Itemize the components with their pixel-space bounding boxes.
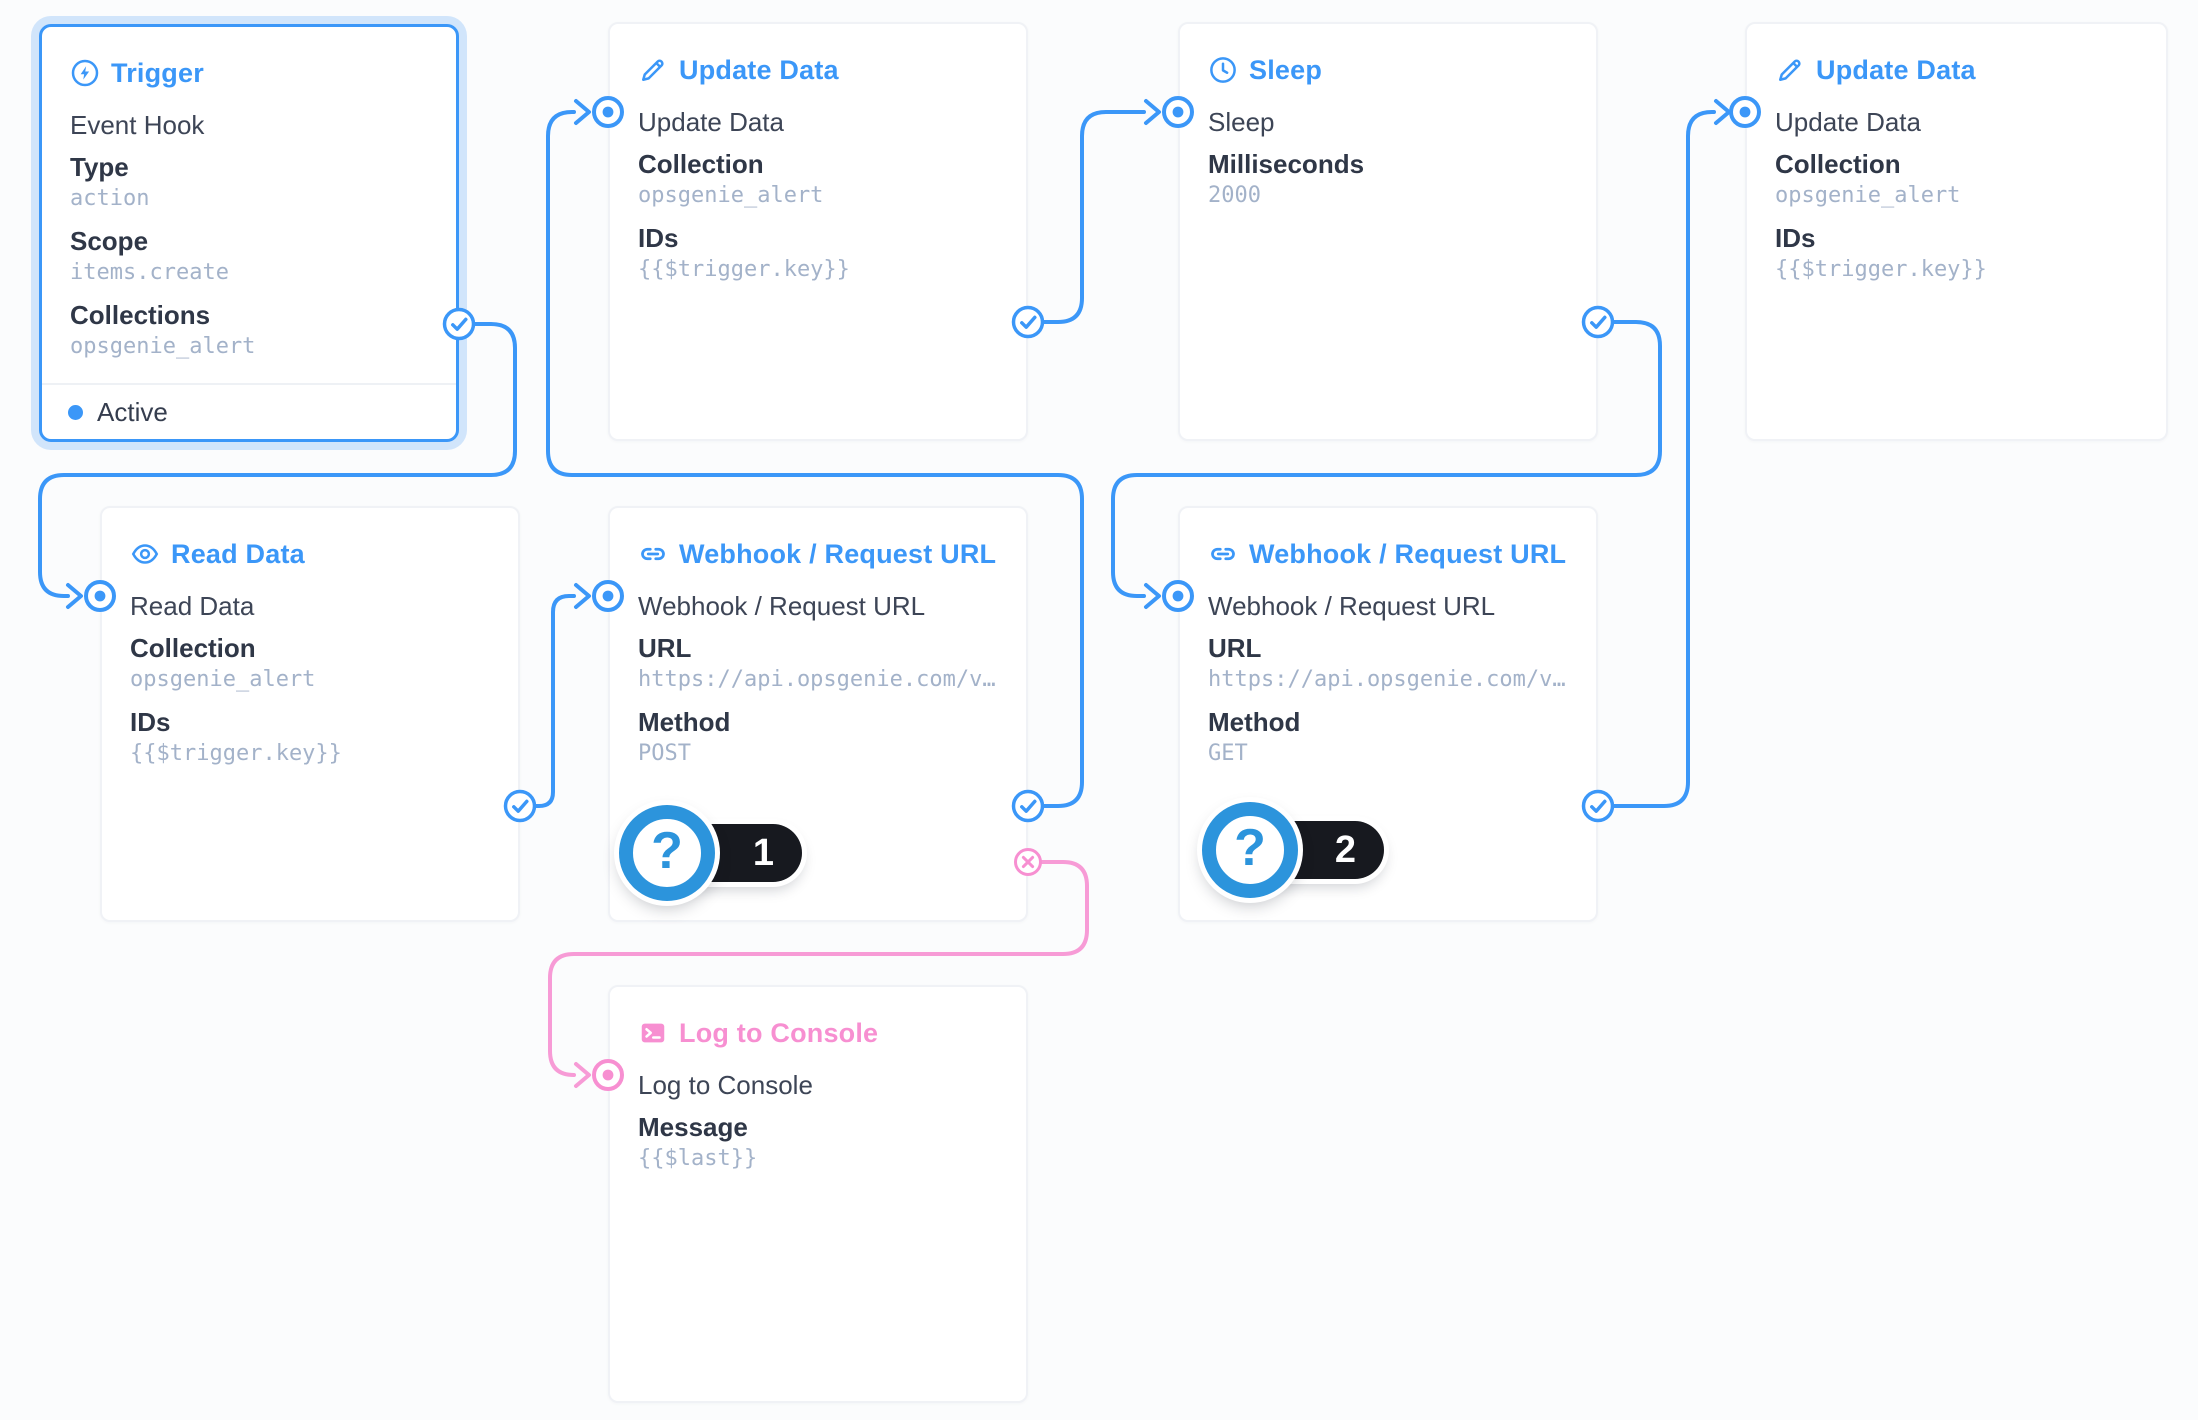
node-log-to-console[interactable]: Log to Console Log to Console Message {{… <box>608 985 1028 1403</box>
field-label: Collections <box>70 300 211 330</box>
field-label: IDs <box>638 223 679 253</box>
operation-name: Log to Console <box>638 1070 813 1100</box>
node-title: Read Data <box>171 538 305 569</box>
active-status-dot <box>68 404 83 420</box>
field-label: Milliseconds <box>1208 149 1365 179</box>
field-value: {{$last}} <box>638 1146 758 1171</box>
field-value: opsgenie_alert <box>638 183 824 208</box>
field-value: {{$trigger.key}} <box>130 741 342 766</box>
field-label: URL <box>1208 633 1262 663</box>
field-value: opsgenie_alert <box>70 334 256 359</box>
operation-name: Read Data <box>130 591 255 621</box>
wire-update1-to-sleep <box>1041 110 1146 324</box>
field-value: GET <box>1208 741 1248 766</box>
field-label: Method <box>638 707 731 737</box>
node-title: Update Data <box>1816 54 1976 85</box>
trigger-card-header: Trigger <box>70 53 428 93</box>
field-value: https://api.opsgenie.com/v… <box>1208 667 1566 692</box>
link-icon <box>1211 547 1235 561</box>
field-label: URL <box>638 633 692 663</box>
operation-name: Webhook / Request URL <box>1208 591 1496 621</box>
arrowhead <box>1144 583 1161 609</box>
node-update-data-2[interactable]: Update Data Update Data Collection opsge… <box>1745 22 2168 441</box>
field-label: IDs <box>130 707 171 737</box>
trigger-status-footer: Active <box>42 383 456 439</box>
node-sleep[interactable]: Sleep Sleep Milliseconds 2000 <box>1178 22 1598 441</box>
arrowhead <box>1714 99 1731 125</box>
field-label: Collection <box>638 149 764 179</box>
field-value: opsgenie_alert <box>130 667 316 692</box>
field-label: Type <box>70 152 129 182</box>
card-header: Log to Console <box>638 1013 998 1053</box>
field-label: Method <box>1208 707 1301 737</box>
operation-name: Update Data <box>638 107 784 137</box>
card-header: Webhook / Request URL <box>1208 534 1568 574</box>
status-badge: Active <box>97 396 168 427</box>
node-read-data[interactable]: Read Data Read Data Collection opsgenie_… <box>100 506 520 922</box>
operation-name: Update Data <box>1775 107 1921 137</box>
bolt-circle-icon <box>71 59 99 87</box>
operation-name: Webhook / Request URL <box>638 591 926 621</box>
terminal-icon <box>641 1023 665 1043</box>
wire-read-to-webhook1 <box>533 594 576 808</box>
card-header: Update Data <box>638 50 998 90</box>
field-value: opsgenie_alert <box>1775 183 1961 208</box>
arrowhead <box>574 99 591 125</box>
arrowhead <box>66 583 83 609</box>
node-trigger[interactable]: Trigger Event Hook Type action Scope ite… <box>39 24 459 442</box>
field-value: 2000 <box>1208 183 1261 208</box>
field-value: {{$trigger.key}} <box>1775 257 1987 282</box>
field-value: POST <box>638 741 691 766</box>
card-header: Update Data <box>1775 50 2138 90</box>
arrowhead <box>574 1062 591 1088</box>
card-header: Sleep <box>1208 50 1568 90</box>
node-title: Sleep <box>1249 54 1323 85</box>
pencil-icon <box>642 59 664 81</box>
field-value: action <box>70 186 150 211</box>
clock-icon <box>1210 57 1236 83</box>
card-header: Read Data <box>130 534 490 574</box>
link-icon <box>641 547 665 561</box>
node-update-data-1[interactable]: Update Data Update Data Collection opsge… <box>608 22 1028 441</box>
field-label: Collection <box>1775 149 1901 179</box>
operation-name: Sleep <box>1208 107 1275 137</box>
node-title: Webhook / Request URL <box>679 538 997 569</box>
arrowhead <box>1144 99 1161 125</box>
field-value: https://api.opsgenie.com/v… <box>638 667 996 692</box>
field-label: IDs <box>1775 223 1816 253</box>
field-value: {{$trigger.key}} <box>638 257 850 282</box>
node-title: Update Data <box>679 54 839 85</box>
pencil-icon <box>1779 59 1801 81</box>
question-mark-icon: ? <box>1202 802 1298 898</box>
wire-webhook2-to-update2 <box>1611 110 1716 808</box>
eye-icon <box>131 544 159 564</box>
card-header: Webhook / Request URL <box>638 534 998 574</box>
field-label: Message <box>638 1112 748 1142</box>
node-title: Log to Console <box>679 1017 879 1048</box>
field-label: Scope <box>70 226 149 256</box>
trigger-type-name: Event Hook <box>70 110 205 140</box>
node-title: Webhook / Request URL <box>1249 538 1567 569</box>
node-title: Trigger <box>111 57 204 88</box>
field-value: items.create <box>70 260 229 285</box>
question-mark-icon: ? <box>619 805 715 901</box>
field-label: Collection <box>130 633 256 663</box>
arrowhead <box>574 583 591 609</box>
